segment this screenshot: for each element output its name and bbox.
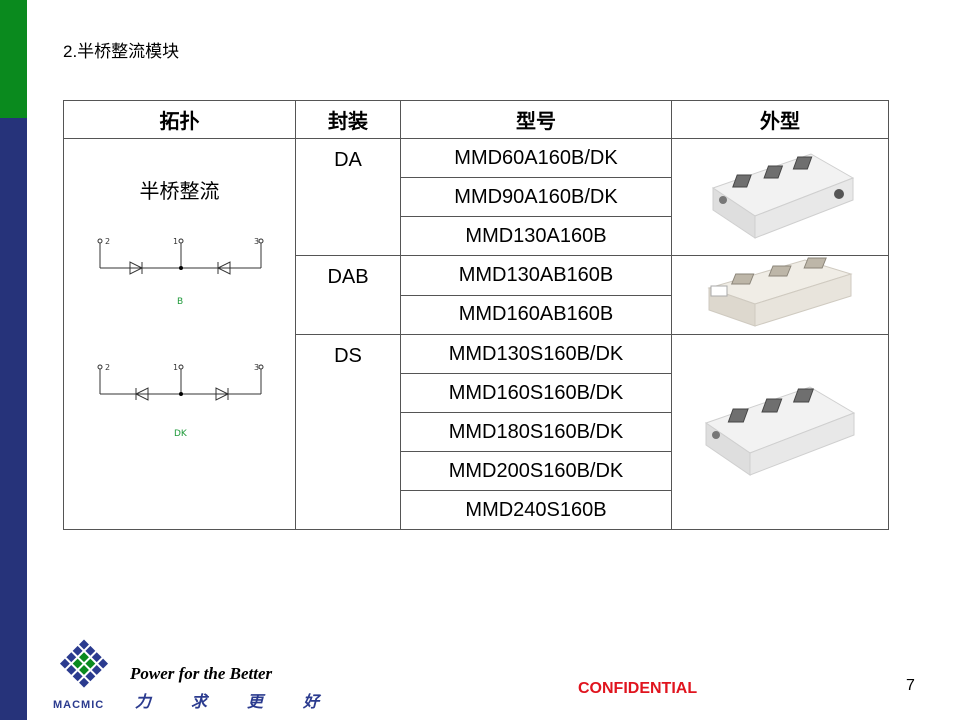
header-appearance: 外型 <box>671 100 889 139</box>
header-package: 封装 <box>295 100 401 139</box>
pin-label: 1 <box>173 237 178 246</box>
package-label: DAB <box>327 266 369 288</box>
table-row: 半桥整流 2 <box>63 138 889 530</box>
table-row: DS MMD130S160B/DK <box>64 334 889 530</box>
module-photo-ds <box>704 386 856 476</box>
model-cell: MMD130S160B/DK <box>400 334 672 374</box>
table-row: MMD240S160B <box>64 490 889 530</box>
module-photo-dab <box>707 257 853 327</box>
table-row: MMD200S160B/DK <box>64 451 889 491</box>
pin-label: 1 <box>173 363 178 372</box>
left-blue-bar <box>0 118 27 720</box>
module-photo-da <box>711 153 855 239</box>
module-image-da <box>671 138 889 256</box>
pin-label: 2 <box>105 237 110 246</box>
table-row: MMD130A160B <box>64 216 889 256</box>
module-image-dab <box>671 255 889 335</box>
table-row: DAB MMD130AB160B <box>64 255 889 335</box>
pin-label: 3 <box>254 363 259 372</box>
header-topology: 拓扑 <box>63 100 296 139</box>
circuit-diagram-dk: 2 1 3 DK <box>97 363 264 439</box>
model-cell: MMD130A160B <box>400 216 672 256</box>
brand-name: MACMIC <box>53 699 105 711</box>
table-row: MMD180S160B/DK <box>64 412 889 452</box>
footer-slogan-cn: 力求更好 <box>135 694 360 711</box>
diagram-label-b: B <box>177 297 183 307</box>
footer-slogan: Power for the Better <box>130 664 273 683</box>
circuit-diagram-b: 2 1 3 B <box>97 237 264 307</box>
package-cell-ds: DS <box>295 334 401 530</box>
model-cell: MMD130AB160B <box>400 255 672 296</box>
model-cell: MMD90A160B/DK <box>400 177 672 217</box>
header-model: 型号 <box>400 100 672 139</box>
diagram-label-dk: DK <box>174 429 188 439</box>
package-cell-dab: DAB <box>295 255 401 335</box>
package-cell-da: DA <box>295 138 401 256</box>
left-green-bar <box>0 0 27 118</box>
slide-heading: 2.半桥整流模块 <box>63 42 180 61</box>
model-cell: MMD180S160B/DK <box>400 412 672 452</box>
table-header-row: 拓扑 封装 型号 外型 <box>63 100 889 139</box>
model-cell: MMD60A160B/DK <box>400 138 672 178</box>
page-number: 7 <box>906 677 915 694</box>
topology-label: 半桥整流 <box>139 181 220 203</box>
model-cell: MMD240S160B <box>400 490 672 530</box>
macmic-logo-icon <box>59 639 109 688</box>
pin-label: 3 <box>254 237 259 246</box>
package-label: DA <box>334 149 362 171</box>
pin-label: 2 <box>105 363 110 372</box>
model-cell: MMD200S160B/DK <box>400 451 672 491</box>
module-image-ds <box>671 334 889 530</box>
product-table: 拓扑 封装 型号 外型 半桥整流 <box>63 100 889 530</box>
model-cell: MMD160S160B/DK <box>400 373 672 413</box>
topology-cell: 半桥整流 2 <box>63 138 296 530</box>
table-row: MMD90A160B/DK <box>64 177 889 217</box>
model-cell: MMD160AB160B <box>400 294 672 335</box>
confidential-label: CONFIDENTIAL <box>578 680 698 697</box>
package-label: DS <box>334 345 362 367</box>
